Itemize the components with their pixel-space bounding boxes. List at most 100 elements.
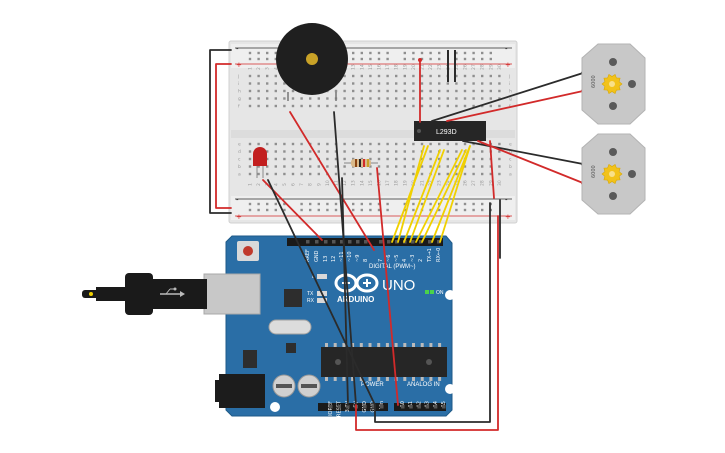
breadboard-hole[interactable] [300,142,303,146]
breadboard-rail-hole[interactable] [489,57,492,61]
breadboard-hole[interactable] [489,89,492,93]
breadboard-hole[interactable] [472,104,475,108]
breadboard-hole[interactable] [463,89,467,93]
breadboard-hole[interactable] [377,82,381,85]
breadboard-rail-hole[interactable] [472,51,475,55]
breadboard-hole[interactable] [266,97,269,100]
breadboard-rail-hole[interactable] [438,57,441,61]
breadboard-rail-hole[interactable] [420,57,424,61]
breadboard-hole[interactable] [403,165,406,168]
header-pin[interactable] [387,240,391,244]
header-pin[interactable] [428,240,432,244]
breadboard-hole[interactable] [472,97,475,100]
breadboard-rail-hole[interactable] [257,51,260,55]
breadboard-hole[interactable] [369,157,372,161]
breadboard-hole[interactable] [334,104,338,108]
breadboard-rail-hole[interactable] [283,202,286,206]
breadboard-hole[interactable] [360,104,363,108]
breadboard-hole[interactable] [274,172,277,176]
breadboard-hole[interactable] [369,104,372,108]
breadboard-hole[interactable] [463,172,467,176]
breadboard-hole[interactable] [446,142,449,146]
breadboard-hole[interactable] [377,104,381,108]
breadboard-hole[interactable] [481,82,484,85]
breadboard-hole[interactable] [489,165,492,168]
breadboard-hole[interactable] [283,89,286,93]
breadboard-hole[interactable] [489,104,492,108]
breadboard-hole[interactable] [334,150,338,153]
breadboard-rail-hole[interactable] [352,202,355,206]
header-pin[interactable] [324,240,328,244]
header-pin[interactable] [395,240,399,244]
breadboard-rail-hole[interactable] [317,208,320,212]
breadboard-hole[interactable] [463,97,467,100]
breadboard-hole[interactable] [481,89,484,93]
breadboard-rail-hole[interactable] [412,57,415,61]
breadboard-rail-hole[interactable] [455,202,458,206]
breadboard-hole[interactable] [429,89,432,93]
breadboard-rail-hole[interactable] [352,208,355,212]
breadboard-hole[interactable] [360,97,363,100]
breadboard-hole[interactable] [266,142,269,146]
breadboard-hole[interactable] [309,104,312,108]
breadboard-hole[interactable] [309,150,312,153]
breadboard-hole[interactable] [326,165,329,168]
breadboard-hole[interactable] [266,150,269,153]
header-pin[interactable] [340,240,344,244]
breadboard-hole[interactable] [300,172,303,176]
breadboard-hole[interactable] [412,104,415,108]
breadboard-hole[interactable] [326,150,329,153]
breadboard-hole[interactable] [412,97,415,100]
breadboard-rail-hole[interactable] [429,57,432,61]
breadboard-hole[interactable] [377,165,381,168]
breadboard-hole[interactable] [274,157,277,161]
breadboard-hole[interactable] [481,150,484,153]
dc-motor-2-icon[interactable]: 6000 [581,133,646,215]
breadboard-hole[interactable] [291,157,295,161]
breadboard-hole[interactable] [395,157,398,161]
breadboard-hole[interactable] [498,172,501,176]
breadboard-rail-hole[interactable] [455,57,458,61]
breadboard-hole[interactable] [420,89,424,93]
breadboard-rail-hole[interactable] [334,202,338,206]
breadboard-hole[interactable] [455,172,458,176]
breadboard-hole[interactable] [386,82,389,85]
breadboard-rail-hole[interactable] [369,51,372,55]
breadboard-hole[interactable] [257,74,260,78]
breadboard-hole[interactable] [395,97,398,100]
breadboard-hole[interactable] [257,82,260,85]
breadboard-hole[interactable] [248,142,252,146]
breadboard-hole[interactable] [498,74,501,78]
breadboard-hole[interactable] [463,142,467,146]
breadboard-hole[interactable] [369,142,372,146]
header-pin[interactable] [332,240,336,244]
breadboard-hole[interactable] [343,172,346,176]
breadboard-hole[interactable] [291,104,295,108]
breadboard-hole[interactable] [266,89,269,93]
header-pin[interactable] [329,405,333,409]
breadboard-hole[interactable] [395,165,398,168]
breadboard-hole[interactable] [455,150,458,153]
breadboard-rail-hole[interactable] [257,202,260,206]
header-pin[interactable] [379,240,383,244]
breadboard-hole[interactable] [429,150,432,153]
breadboard-hole[interactable] [309,165,312,168]
breadboard-hole[interactable] [266,157,269,161]
breadboard-hole[interactable] [317,97,320,100]
breadboard-hole[interactable] [429,82,432,85]
breadboard-hole[interactable] [360,142,363,146]
breadboard-rail-hole[interactable] [481,57,484,61]
breadboard-hole[interactable] [455,142,458,146]
breadboard-hole[interactable] [403,104,406,108]
breadboard-hole[interactable] [472,172,475,176]
piezo-buzzer-icon[interactable] [276,23,348,101]
breadboard-hole[interactable] [455,74,458,78]
breadboard-hole[interactable] [412,165,415,168]
breadboard-hole[interactable] [395,74,398,78]
breadboard-rail-hole[interactable] [377,57,381,61]
breadboard-hole[interactable] [343,89,346,93]
breadboard-rail-hole[interactable] [257,57,260,61]
breadboard-hole[interactable] [429,157,432,161]
breadboard-rail-hole[interactable] [481,202,484,206]
header-pin[interactable] [380,405,384,409]
